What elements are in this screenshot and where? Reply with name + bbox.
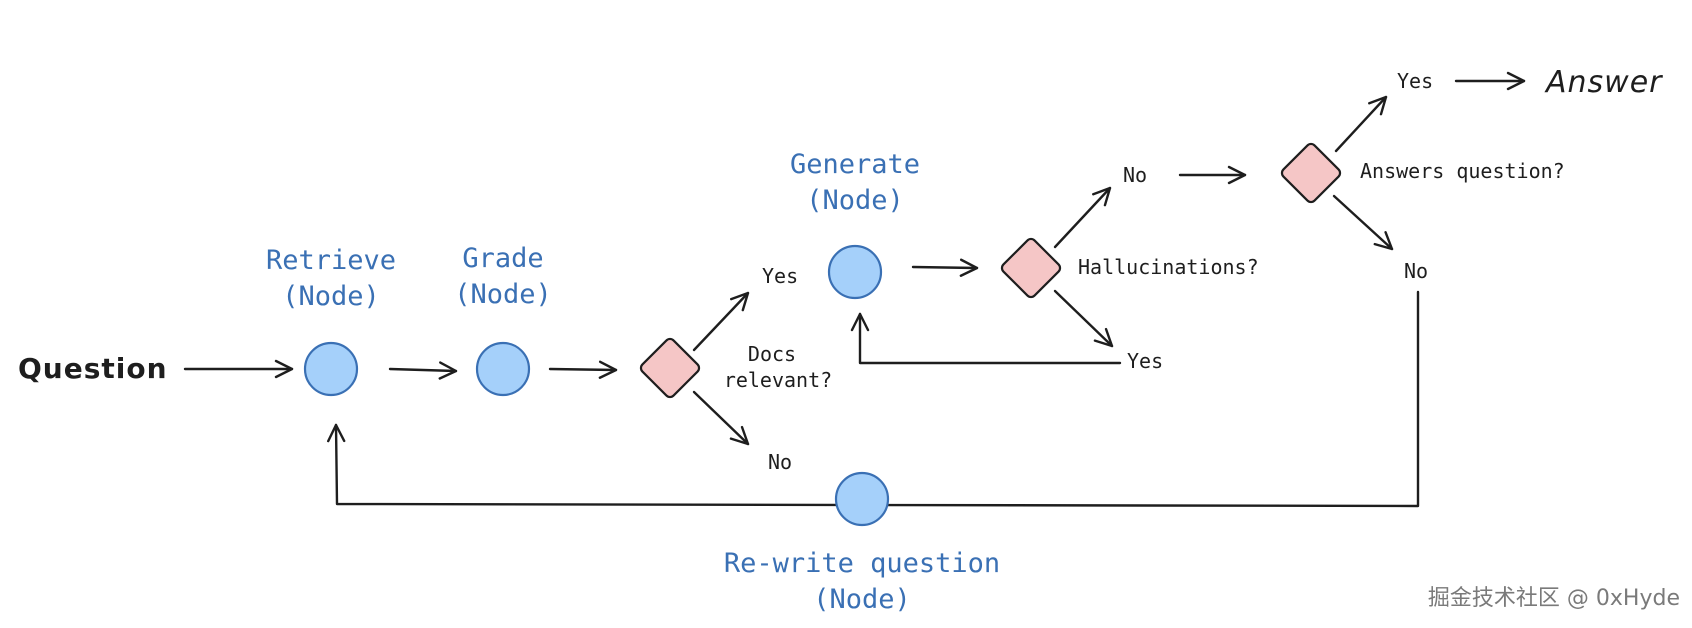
generate-node bbox=[827, 244, 883, 300]
hallucinations-yes-label: Yes bbox=[1127, 349, 1163, 373]
docs-relevant-no-label: No bbox=[768, 450, 792, 474]
retrieve-node bbox=[303, 341, 359, 397]
answers-question-label: Answers question? bbox=[1360, 159, 1565, 183]
edge-retrieve-to-grade bbox=[388, 361, 458, 380]
edge-generate-to-hallucinations bbox=[911, 258, 979, 277]
edge-no-loop-to-retrieve bbox=[327, 290, 1420, 508]
docs-relevant-decision bbox=[639, 337, 701, 399]
grade-node bbox=[475, 341, 531, 397]
answer-label: Answer bbox=[1544, 65, 1663, 100]
watermark: 掘金技术社区 @ 0xHyde bbox=[1428, 586, 1680, 611]
docs-relevant-yes-label: Yes bbox=[762, 264, 798, 288]
grade-node-subtitle: (Node) bbox=[454, 279, 552, 310]
edge-answers-question-to-no bbox=[1332, 194, 1394, 251]
retrieve-node-title: Retrieve bbox=[266, 245, 396, 276]
edge-grade-to-docs-relevant bbox=[548, 360, 618, 379]
rewrite-question-node bbox=[834, 471, 890, 527]
grade-node-title: Grade bbox=[462, 243, 543, 274]
hallucinations-label: Hallucinations? bbox=[1078, 255, 1259, 279]
edge-docs-relevant-to-no bbox=[692, 390, 750, 446]
rewrite-question-node-title: Re-write question bbox=[724, 548, 1000, 579]
hallucinations-no-label: No bbox=[1123, 163, 1147, 187]
docs-relevant-label-line1: Docs bbox=[748, 342, 796, 366]
hallucinations-decision bbox=[1000, 237, 1062, 299]
rewrite-question-node-subtitle: (Node) bbox=[813, 584, 911, 615]
edge-hallucinations-to-yes bbox=[1053, 289, 1114, 348]
edge-docs-relevant-to-yes bbox=[692, 291, 750, 352]
answers-question-no-label: No bbox=[1404, 259, 1428, 283]
docs-relevant-label-line2: relevant? bbox=[724, 368, 832, 392]
generate-node-subtitle: (Node) bbox=[806, 185, 904, 216]
edge-answers-question-to-yes bbox=[1334, 95, 1388, 153]
edge-hallucinations-to-no bbox=[1053, 186, 1112, 249]
generate-node-title: Generate bbox=[790, 149, 920, 180]
answers-question-decision bbox=[1280, 142, 1342, 204]
answers-question-yes-label: Yes bbox=[1397, 69, 1433, 93]
retrieve-node-subtitle: (Node) bbox=[282, 281, 380, 312]
edge-yes-back-to-generate bbox=[850, 312, 1122, 365]
question-label: Question bbox=[18, 352, 168, 385]
